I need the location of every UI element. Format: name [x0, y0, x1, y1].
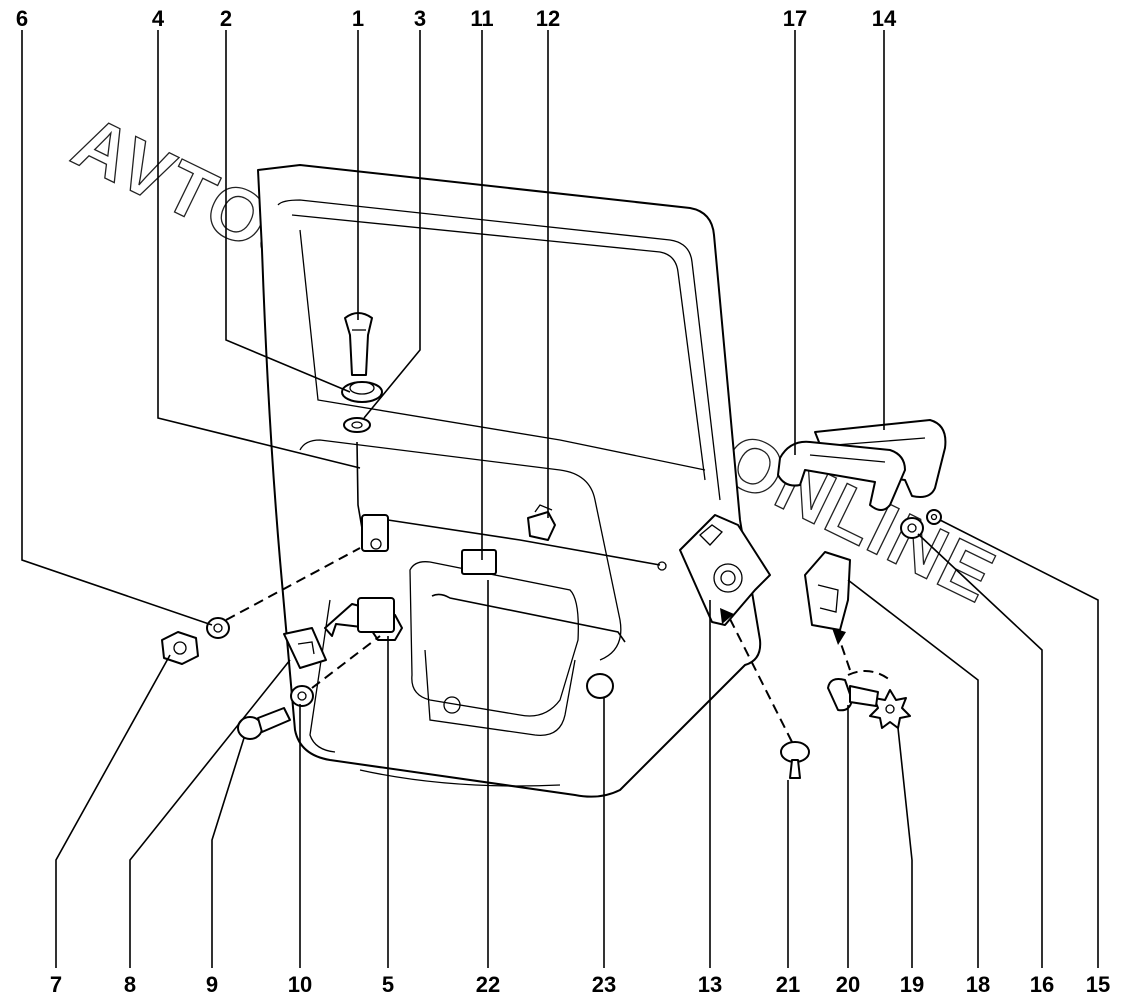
callout-1: 1 — [352, 6, 364, 31]
part-22-inner-rod — [431, 593, 626, 643]
door-panel — [257, 164, 762, 798]
part-13-lock-body — [679, 514, 771, 626]
part-4-lock-rod — [356, 441, 389, 552]
part-12-clip — [527, 504, 556, 541]
callout-10: 10 — [288, 972, 312, 997]
leader-lines — [21, 30, 1099, 968]
callout-21: 21 — [776, 972, 800, 997]
assembly-guide-lines — [225, 547, 891, 743]
part-15-washer — [926, 509, 942, 525]
part-7-nut — [161, 631, 199, 665]
part-1-lock-button — [344, 312, 373, 376]
callout-16: 16 — [1030, 972, 1054, 997]
callout-2: 2 — [220, 6, 232, 31]
callout-6: 6 — [16, 6, 28, 31]
part-11-link-rod — [387, 519, 667, 575]
callout-19: 19 — [900, 972, 924, 997]
part-18-striker — [804, 551, 851, 631]
part-16-nut — [900, 517, 924, 539]
callout-23: 23 — [592, 972, 616, 997]
part-8-bracket — [283, 627, 327, 669]
callout-9: 9 — [206, 972, 218, 997]
part-9-screw — [237, 707, 291, 740]
callout-13: 13 — [698, 972, 722, 997]
part-10-washer — [290, 685, 314, 707]
callout-22: 22 — [476, 972, 500, 997]
part-6-washer — [206, 617, 230, 639]
callout-12: 12 — [536, 6, 560, 31]
callout-14: 14 — [872, 6, 897, 31]
part-20-bolt — [827, 678, 879, 712]
part-3-washer — [343, 417, 371, 433]
part-23-plug — [586, 673, 614, 699]
callout-7: 7 — [50, 972, 62, 997]
callout-15: 15 — [1086, 972, 1110, 997]
callout-4: 4 — [152, 6, 165, 31]
callout-17: 17 — [783, 6, 807, 31]
callout-3: 3 — [414, 6, 426, 31]
callout-20: 20 — [836, 972, 860, 997]
part-17-handle-gasket — [777, 440, 906, 511]
part-5-inner-handle — [324, 597, 403, 641]
part-21-screw — [780, 741, 810, 779]
callout-11: 11 — [470, 6, 493, 31]
callout-5: 5 — [382, 972, 394, 997]
callout-8: 8 — [124, 972, 136, 997]
part-2-bushing — [341, 381, 383, 403]
callout-18: 18 — [966, 972, 990, 997]
